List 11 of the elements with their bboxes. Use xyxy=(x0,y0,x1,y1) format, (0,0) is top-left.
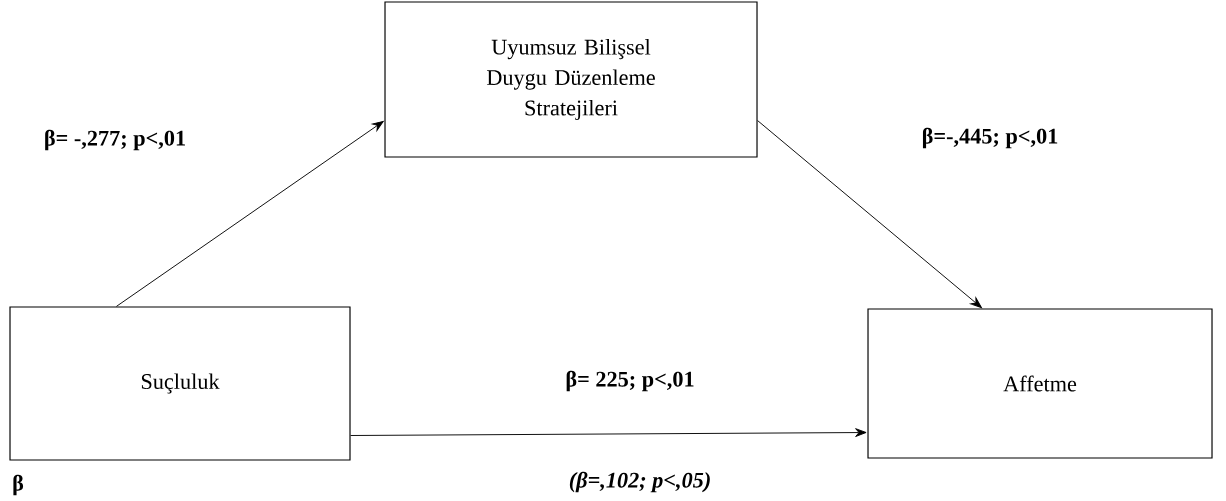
arrow xyxy=(115,120,384,307)
edge-label: β= 225; p<,01 xyxy=(564,369,696,393)
coefficient-label: β xyxy=(13,474,24,496)
edge-label: β=-,445; p<,01 xyxy=(920,126,1060,150)
arrow xyxy=(757,120,982,309)
arrow xyxy=(350,428,867,437)
coefficient-label: (β=,102; p<,05) xyxy=(569,471,710,493)
variable-box: Suçluluk xyxy=(9,306,351,461)
edge-label: β= -,277; p<,01 xyxy=(42,128,188,152)
variable-box: Uyumsuz Bilişsel Duygu Düzenleme Stratejileri xyxy=(384,1,758,158)
variable-box: Affetme xyxy=(867,308,1213,459)
